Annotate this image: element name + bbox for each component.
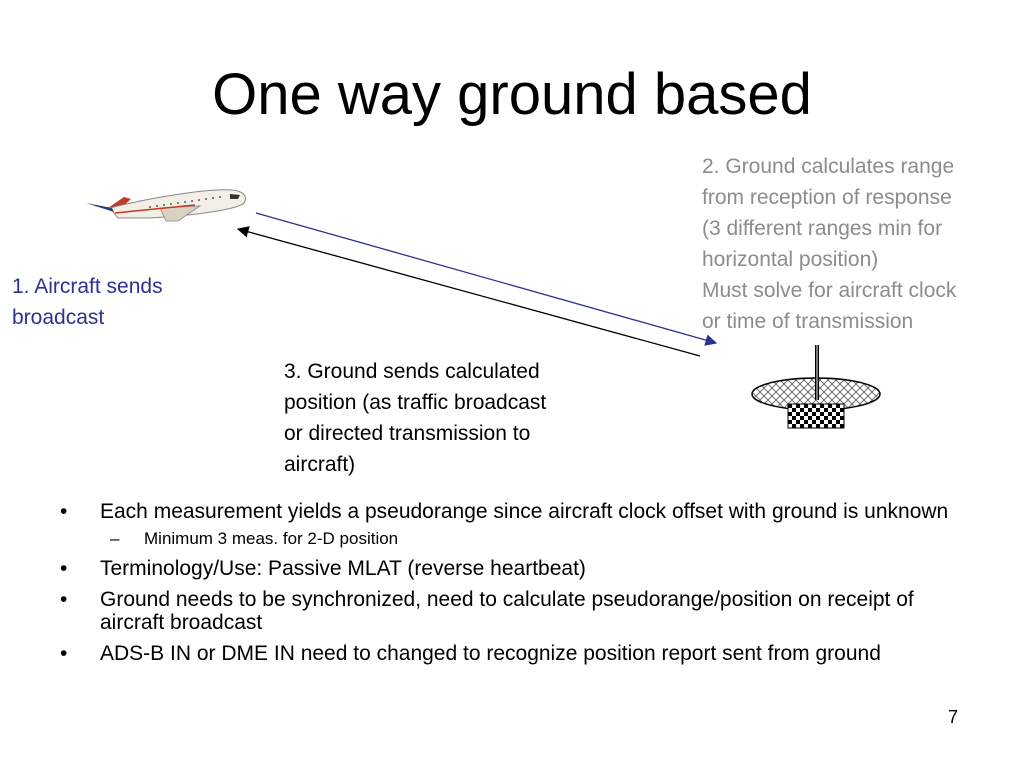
sub-bullet-mark: –	[110, 529, 120, 548]
note-line: or directed transmission to	[284, 422, 531, 445]
slide-title: One way ground based	[212, 62, 812, 127]
note-line: or time of transmission	[702, 310, 914, 333]
bullet-list: • Each measurement yields a pseudorange …	[60, 500, 960, 673]
bullet-mark: •	[60, 588, 68, 611]
bullet-text: Ground needs to be synchronized, need to…	[100, 588, 914, 634]
bullet-item: • Terminology/Use: Passive MLAT (reverse…	[60, 557, 960, 580]
bullet-mark: •	[60, 557, 68, 580]
ground-sends-note: 3. Ground sends calculated position (as …	[284, 356, 614, 480]
note-line: (3 different ranges min for	[702, 217, 943, 240]
note-line: Must solve for aircraft clock	[702, 279, 957, 302]
bullet-item: • ADS-B IN or DME IN need to changed to …	[60, 642, 960, 665]
note-line: position (as traffic broadcast	[284, 391, 547, 414]
page-number: 7	[948, 707, 959, 727]
note-line: 2. Ground calculates range	[702, 155, 955, 178]
bullet-item: • Each measurement yields a pseudorange …	[60, 500, 960, 523]
sub-bullet-item: – Minimum 3 meas. for 2-D position	[60, 528, 960, 550]
note-line: from reception of response	[702, 186, 952, 209]
note-line: aircraft)	[284, 453, 356, 476]
bullet-text: Terminology/Use: Passive MLAT (reverse h…	[100, 557, 586, 580]
note-line: 3. Ground sends calculated	[284, 360, 540, 383]
aircraft-broadcast-note: 1. Aircraft sends broadcast	[12, 271, 232, 333]
note-line: horizontal position)	[702, 248, 879, 271]
bullet-text: Each measurement yields a pseudorange si…	[100, 500, 949, 523]
bullet-item: • Ground needs to be synchronized, need …	[60, 588, 960, 634]
bullet-text: ADS-B IN or DME IN need to changed to re…	[100, 642, 881, 665]
broadcast-arrow	[255, 212, 718, 346]
return-arrow	[236, 226, 701, 357]
sub-bullet-text: Minimum 3 meas. for 2-D position	[144, 529, 399, 548]
ground-calculates-note: 2. Ground calculates range from receptio…	[702, 151, 1022, 337]
bullet-mark: •	[60, 642, 68, 665]
note-line: 1. Aircraft sends	[12, 275, 163, 298]
airplane-icon	[86, 189, 246, 222]
note-line: broadcast	[12, 306, 105, 329]
bullet-mark: •	[60, 500, 68, 523]
ground-antenna-icon	[751, 345, 881, 429]
